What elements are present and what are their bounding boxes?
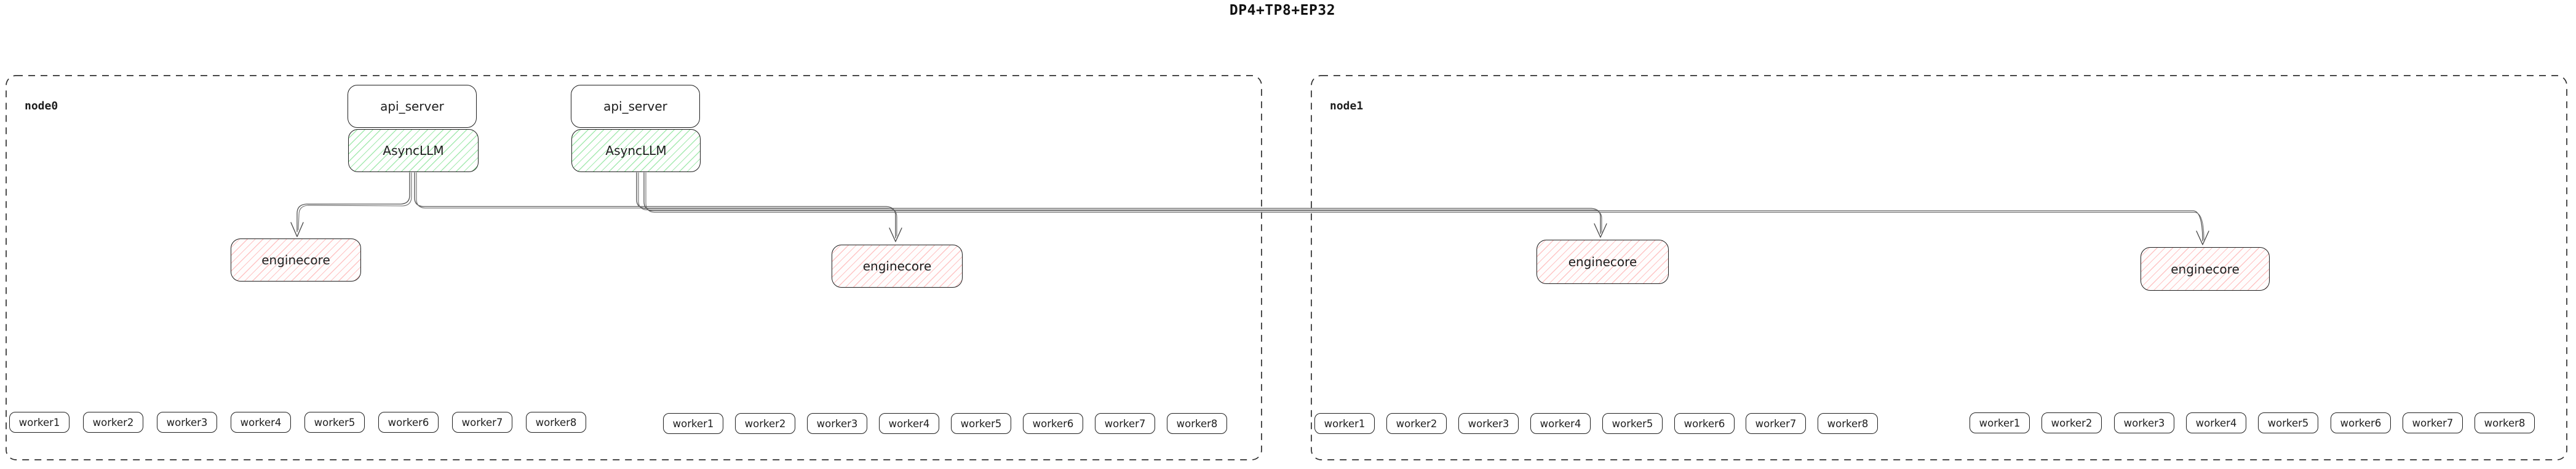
enginecore-label: enginecore <box>2171 261 2240 277</box>
worker-box[interactable]: worker8 <box>1818 413 1878 434</box>
worker-label: worker5 <box>1612 417 1653 430</box>
worker-box[interactable]: worker8 <box>1167 413 1227 434</box>
worker-label: worker3 <box>816 417 858 430</box>
worker-label: worker1 <box>1324 417 1366 430</box>
api-server-box-2[interactable]: api_server <box>571 85 700 128</box>
page-title: DP4+TP8+EP32 <box>1229 2 1336 18</box>
worker-label: worker3 <box>2123 417 2165 429</box>
worker-label: worker8 <box>1827 417 1869 430</box>
worker-box[interactable]: worker1 <box>1970 412 2030 433</box>
edge-asyncllm2-enginecore3-sketch <box>638 172 1602 233</box>
edge-asyncllm2-enginecore4-sketch <box>645 172 2204 240</box>
edge-asyncllm1-enginecore1-sketch <box>298 172 412 231</box>
api-server-label: api_server <box>380 99 444 114</box>
worker-box[interactable]: worker3 <box>1458 413 1519 434</box>
worker-label: worker1 <box>1979 417 2021 429</box>
worker-label: worker7 <box>461 416 503 428</box>
edge-asyncllm2-enginecore4[interactable] <box>643 172 2203 242</box>
worker-label: worker8 <box>2484 417 2526 429</box>
worker-box[interactable]: worker4 <box>1530 413 1591 434</box>
asyncllm-box-2[interactable]: AsyncLLM <box>571 129 701 172</box>
node1-container[interactable] <box>1311 75 2567 460</box>
worker-label: worker5 <box>2267 417 2309 429</box>
worker-label: worker3 <box>166 416 208 428</box>
worker-box[interactable]: worker3 <box>807 413 867 434</box>
worker-box[interactable]: worker7 <box>452 412 512 433</box>
worker-box[interactable]: worker1 <box>1314 413 1375 434</box>
api-server-box-1[interactable]: api_server <box>348 85 477 128</box>
worker-label: worker2 <box>1396 417 1437 430</box>
edge-asyncllm2-enginecore3[interactable] <box>636 172 1601 234</box>
worker-box[interactable]: worker5 <box>2258 412 2318 433</box>
worker-box[interactable]: worker8 <box>526 412 586 433</box>
worker-label: worker8 <box>535 416 577 428</box>
worker-box[interactable]: worker6 <box>1674 413 1735 434</box>
worker-label: worker3 <box>1468 417 1509 430</box>
node0-container[interactable] <box>6 75 1262 460</box>
worker-box[interactable]: worker5 <box>304 412 365 433</box>
api-server-label: api_server <box>603 99 667 114</box>
node0-label: node0 <box>25 100 58 112</box>
arrowhead-enginecore3 <box>1594 223 1607 238</box>
worker-label: worker4 <box>2195 417 2237 429</box>
worker-label: worker2 <box>92 416 134 428</box>
edge-asyncllm1-enginecore2[interactable] <box>414 172 896 238</box>
enginecore-label: enginecore <box>1568 254 1637 269</box>
enginecore-box-3[interactable]: enginecore <box>1536 240 1669 284</box>
worker-label: worker8 <box>1176 417 1218 430</box>
arrowhead-enginecore2 <box>889 227 902 242</box>
worker-label: worker2 <box>744 417 786 430</box>
worker-box[interactable]: worker2 <box>83 412 143 433</box>
worker-box[interactable]: worker7 <box>1746 413 1806 434</box>
worker-label: worker1 <box>18 416 60 428</box>
arrowhead-enginecore4 <box>2196 231 2209 245</box>
node1-label: node1 <box>1330 100 1364 112</box>
worker-box[interactable]: worker7 <box>1095 413 1155 434</box>
enginecore-box-1[interactable]: enginecore <box>231 238 361 282</box>
worker-box[interactable]: worker4 <box>2186 412 2246 433</box>
worker-label: worker6 <box>1684 417 1725 430</box>
worker-box[interactable]: worker2 <box>2041 412 2102 433</box>
worker-box[interactable]: worker1 <box>9 412 70 433</box>
worker-box[interactable]: worker6 <box>2331 412 2391 433</box>
worker-box[interactable]: worker5 <box>1602 413 1663 434</box>
worker-label: worker2 <box>2051 417 2093 429</box>
worker-box[interactable]: worker3 <box>2114 412 2174 433</box>
worker-box[interactable]: worker1 <box>663 413 723 434</box>
worker-box[interactable]: worker6 <box>1023 413 1083 434</box>
worker-label: worker1 <box>672 417 714 430</box>
worker-label: worker5 <box>960 417 1002 430</box>
worker-box[interactable]: worker6 <box>378 412 439 433</box>
worker-label: worker6 <box>388 416 429 428</box>
worker-box[interactable]: worker3 <box>157 412 217 433</box>
worker-box[interactable]: worker8 <box>2475 412 2535 433</box>
worker-box[interactable]: worker7 <box>2403 412 2463 433</box>
enginecore-label: enginecore <box>862 259 932 274</box>
worker-box[interactable]: worker4 <box>231 412 291 433</box>
enginecore-box-2[interactable]: enginecore <box>832 245 963 288</box>
asyncllm-label: AsyncLLM <box>383 143 444 158</box>
worker-label: worker7 <box>1104 417 1146 430</box>
worker-label: worker4 <box>240 416 282 428</box>
worker-box[interactable]: worker4 <box>879 413 939 434</box>
worker-label: worker6 <box>1032 417 1074 430</box>
worker-box[interactable]: worker2 <box>735 413 795 434</box>
worker-label: worker6 <box>2340 417 2382 429</box>
worker-label: worker4 <box>888 417 930 430</box>
edge-asyncllm1-enginecore1[interactable] <box>296 172 410 232</box>
worker-label: worker7 <box>1755 417 1797 430</box>
worker-label: worker7 <box>2412 417 2454 429</box>
arrowhead-enginecore1 <box>290 222 304 237</box>
worker-box[interactable]: worker5 <box>951 413 1011 434</box>
worker-label: worker4 <box>1540 417 1581 430</box>
asyncllm-box-1[interactable]: AsyncLLM <box>348 129 479 172</box>
worker-box[interactable]: worker2 <box>1386 413 1447 434</box>
edge-asyncllm1-enginecore2-sketch <box>416 172 897 237</box>
asyncllm-label: AsyncLLM <box>605 143 667 158</box>
enginecore-box-4[interactable]: enginecore <box>2141 247 2270 291</box>
worker-label: worker5 <box>314 416 356 428</box>
enginecore-label: enginecore <box>261 253 330 267</box>
